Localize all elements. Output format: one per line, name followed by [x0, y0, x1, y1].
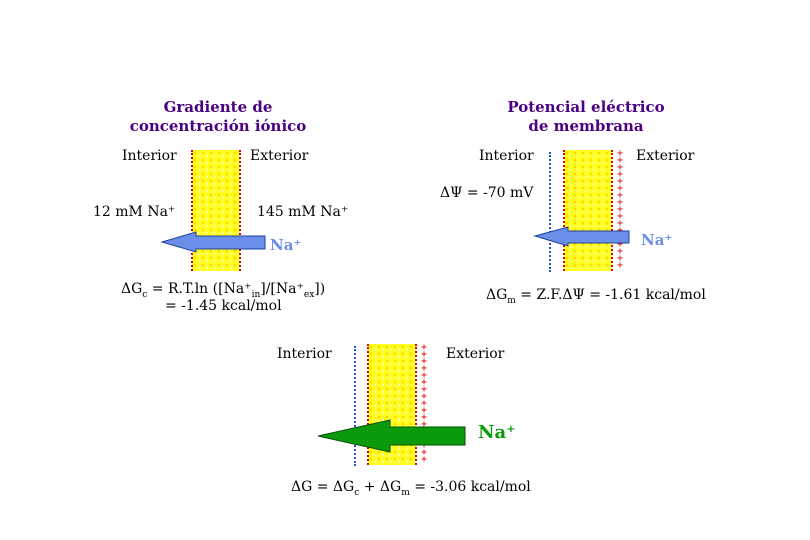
title-line-2: de membrana [528, 117, 644, 135]
gradient-equation: ΔGc = R.T.ln ([Na⁺in]/[Na⁺ex]) [121, 281, 325, 300]
eq-sub-m: m [401, 487, 410, 498]
negative-charges-right [549, 152, 551, 272]
membrane-potential-value: ΔΨ = -70 mV [440, 185, 534, 201]
exterior-label-left: Exterior [250, 148, 309, 164]
membrane-right [564, 150, 612, 271]
positive-charges-bottom: +++++++++++++++++ [420, 342, 428, 465]
gradient-result: = -1.45 kcal/mol [165, 298, 282, 314]
eq-part-a: ΔG = ΔG [291, 479, 355, 495]
interior-label-bottom: Interior [277, 346, 332, 362]
eq-sub-in: in [251, 289, 261, 300]
membrane-right-edge-out [611, 150, 613, 271]
eq-sub-c: c [354, 487, 360, 498]
membrane-right-edge-in [563, 150, 565, 271]
exterior-label-bottom: Exterior [446, 346, 505, 362]
interior-label-left: Interior [122, 148, 177, 164]
negative-charges-bottom [354, 346, 356, 466]
ion-label-right: Na⁺ [641, 231, 673, 249]
title-line-1: Gradiente de [163, 98, 273, 116]
positive-charges-right: +++++++++++++++++ [616, 148, 624, 271]
eq-body: = R.T.ln ([Na⁺ [151, 281, 252, 297]
eq-sub-c: c [142, 289, 148, 300]
membrane-left-edge-out [239, 150, 241, 271]
membrane-left-edge-in [191, 150, 193, 271]
interior-label-right: Interior [479, 148, 534, 164]
electric-equation: ΔGm = Z.F.ΔΨ = -1.61 kcal/mol [486, 287, 706, 306]
title-line-2: concentración iónico [129, 117, 307, 135]
membrane-potential-title: Potencial eléctrico de membrana [486, 98, 686, 136]
eq-delta-g: ΔG [486, 287, 508, 303]
na-arrow-right [533, 226, 630, 247]
eq-body: = Z.F.ΔΨ = -1.61 kcal/mol [520, 287, 706, 303]
ion-label-left: Na⁺ [270, 236, 302, 254]
membrane-left [192, 150, 240, 271]
exterior-label-right: Exterior [636, 148, 695, 164]
total-equation: ΔG = ΔGc + ΔGm = -3.06 kcal/mol [291, 479, 531, 498]
eq-end: ]) [314, 281, 326, 297]
eq-sub-m: m [507, 295, 516, 306]
eq-part-c: = -3.06 kcal/mol [414, 479, 531, 495]
eq-delta-g: ΔG [121, 281, 143, 297]
eq-sub-ex: ex [303, 289, 315, 300]
ion-label-bottom: Na⁺ [478, 422, 516, 443]
eq-part-b: + ΔG [363, 479, 402, 495]
conc-exterior: 145 mM Na⁺ [257, 204, 349, 220]
title-line-1: Potencial eléctrico [507, 98, 665, 116]
na-arrow-bottom [317, 419, 466, 453]
na-arrow-left [160, 231, 266, 253]
membrane-bottom-edge-out [415, 344, 417, 465]
membrane-bottom-edge-in [367, 344, 369, 465]
concentration-gradient-title: Gradiente de concentración iónico [118, 98, 318, 136]
conc-interior: 12 mM Na⁺ [93, 204, 176, 220]
eq-mid: ]/[Na⁺ [260, 281, 304, 297]
